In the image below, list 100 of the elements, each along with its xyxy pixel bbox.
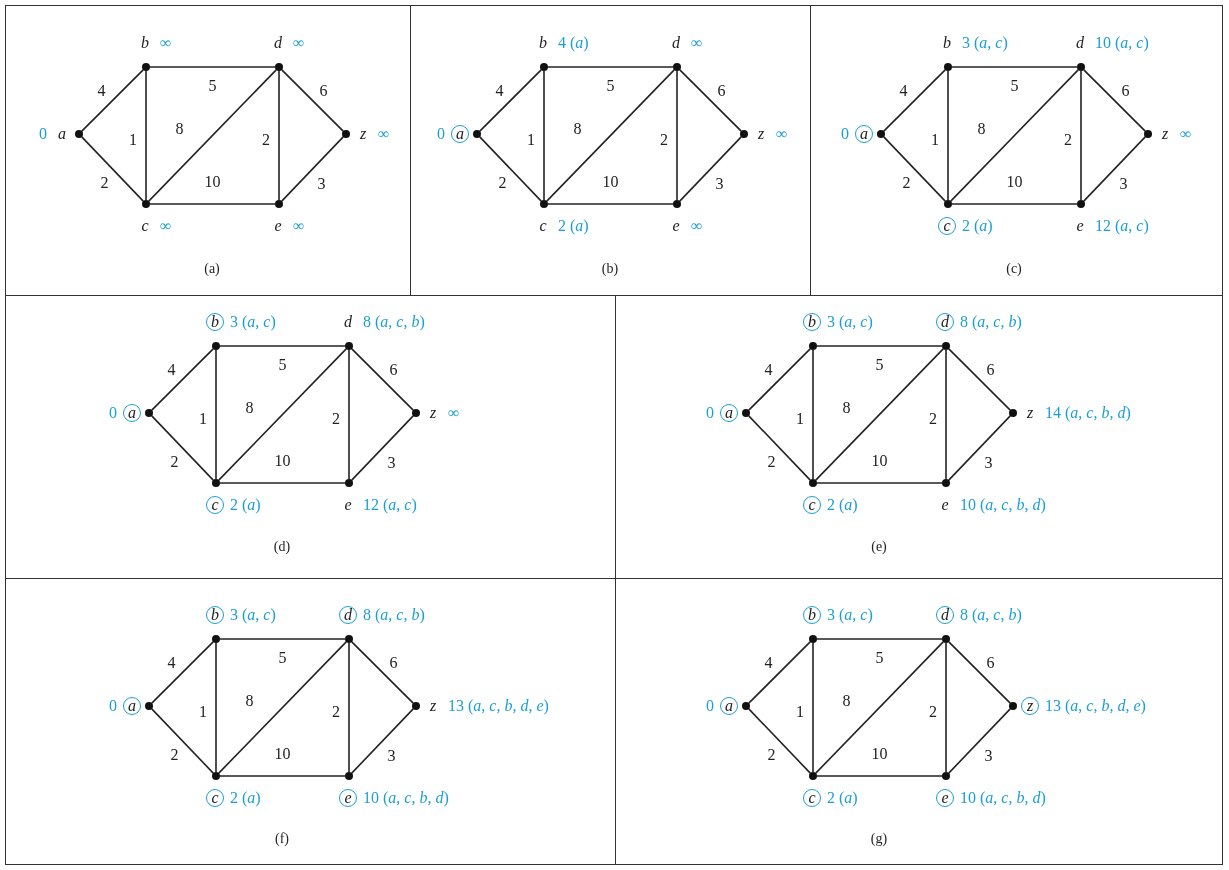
edge-weight-label: 5: [874, 650, 885, 666]
edge-weight-label: 10: [870, 453, 889, 469]
vertex-label: z: [1160, 125, 1170, 143]
graph-edge: [947, 708, 1012, 774]
graph-edge: [547, 203, 674, 205]
distance-label: 2 (a): [230, 789, 261, 807]
vertex-label: e: [671, 217, 681, 235]
edge-weight-label: 6: [716, 82, 727, 99]
edge-weight-label: 8: [572, 120, 583, 137]
distance-label: 0: [39, 125, 47, 143]
edge-weight-label: 4: [96, 82, 107, 99]
vertex-dot: [673, 200, 681, 208]
edge-weight-label: 2: [261, 131, 271, 148]
edge-weight-label: 8: [841, 399, 852, 416]
edge-weight-label: 2: [766, 747, 777, 763]
edge-weight-label: 3: [983, 748, 994, 764]
distance-label: 12 (a, c): [1095, 217, 1149, 235]
graph-edge: [815, 348, 944, 481]
edge-weight-label: 4: [898, 82, 909, 99]
edge-weight-label: 1: [526, 131, 536, 148]
graph-edge: [547, 66, 674, 68]
edge-weight-label: 10: [601, 174, 620, 190]
distance-label: 8 (a, c, b): [363, 606, 425, 624]
edge-weight-label: 2: [928, 703, 938, 720]
vertex-dot: [212, 635, 220, 643]
distance-label: ∞: [691, 34, 703, 52]
graph-edge: [882, 136, 947, 202]
distance-label: 2 (a): [230, 496, 261, 514]
edge-weight-label: 2: [901, 175, 912, 191]
graph-edge: [816, 345, 943, 347]
distance-label: 8 (a, c, b): [960, 313, 1022, 331]
edge-weight-label: 3: [983, 455, 994, 471]
distance-label: 10 (a, c, b, d): [363, 789, 449, 807]
edge-weight-label: 3: [1118, 176, 1129, 192]
graph-edge: [951, 66, 1078, 68]
vertex-dot: [742, 702, 750, 710]
distance-label: 3 (a, c): [827, 313, 873, 331]
edge-weight-label: 8: [841, 692, 852, 709]
edge-weight-label: 10: [1005, 174, 1024, 190]
graph-edge: [219, 775, 346, 777]
graph-edge: [218, 641, 347, 774]
distance-label: 0: [437, 125, 445, 143]
edge-weight-label: 2: [169, 454, 180, 470]
distance-label: 13 (a, c, b, d, e): [1045, 697, 1146, 715]
vertex-dot: [345, 479, 353, 487]
distance-label: ∞: [160, 34, 172, 52]
vertex-dot: [345, 772, 353, 780]
graph-edge: [747, 708, 812, 774]
distance-label: ∞: [776, 125, 788, 143]
distance-label: 2 (a): [962, 217, 993, 235]
graph-edge: [883, 69, 946, 132]
panel-caption: (d): [273, 539, 291, 555]
graph-edge: [150, 708, 215, 774]
graph-edge: [278, 70, 280, 201]
graph-edge: [281, 69, 344, 132]
vertex-dot: [142, 63, 150, 71]
vertex-dot: [540, 63, 548, 71]
distance-label: ∞: [1180, 125, 1192, 143]
vertex-dot: [1009, 409, 1017, 417]
edge-weight-label: 10: [273, 453, 292, 469]
graph-edge: [951, 203, 1078, 205]
edge-weight-label: 8: [244, 692, 255, 709]
graph-edge: [948, 348, 1011, 411]
vertex-dot: [942, 772, 950, 780]
vertex-dot: [673, 63, 681, 71]
graph-edge: [81, 69, 144, 132]
distance-label: ∞: [378, 125, 390, 143]
panel-caption: (c): [1006, 261, 1022, 277]
graph-edge: [546, 69, 675, 202]
edge-weight-label: 6: [985, 654, 996, 671]
graph-edge: [80, 136, 145, 202]
graph-edge: [280, 136, 345, 202]
graph-edge: [351, 348, 414, 411]
distance-label: ∞: [293, 34, 305, 52]
edge-weight-label: 4: [166, 654, 177, 671]
distance-label: 0: [706, 404, 714, 422]
distance-label: 0: [841, 125, 849, 143]
distance-label: 10 (a, c, b, d): [960, 789, 1046, 807]
graph-edge: [479, 69, 542, 132]
graph-edge: [149, 66, 276, 68]
vertex-label: c: [538, 217, 548, 235]
graph-edge: [348, 349, 350, 480]
distance-label: 3 (a, c): [827, 606, 873, 624]
edge-weight-label: 3: [316, 176, 327, 192]
vertex-dot: [877, 130, 885, 138]
vertex-dot: [942, 342, 950, 350]
graph-edge: [947, 70, 949, 201]
vertex-label: d: [273, 34, 283, 52]
vertex-label: d: [343, 313, 353, 331]
graph-edge: [478, 136, 543, 202]
graph-edge: [148, 69, 277, 202]
graph-edge: [219, 345, 346, 347]
panel-caption: (b): [601, 261, 619, 277]
vertex-label: b: [140, 34, 150, 52]
vertex-dot: [345, 342, 353, 350]
graph-edge: [1082, 136, 1147, 202]
vertex-label: d: [1075, 34, 1085, 52]
distance-label: 2 (a): [558, 217, 589, 235]
vertex-dot: [809, 772, 817, 780]
edge-weight-label: 8: [244, 399, 255, 416]
